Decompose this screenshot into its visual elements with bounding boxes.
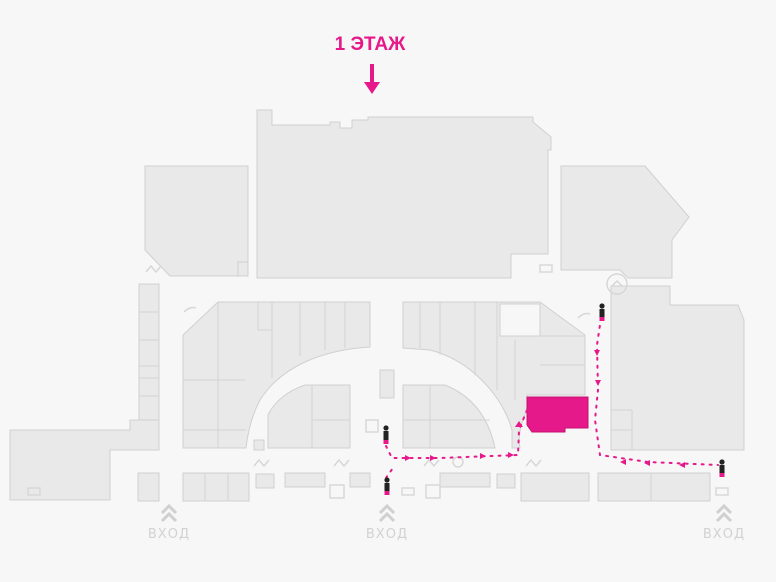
escalator-icon [333, 458, 350, 468]
highlighted-store[interactable] [526, 396, 589, 433]
floor-arrow-icon [364, 64, 380, 94]
person-icon [383, 425, 389, 444]
building-left-strip [138, 283, 160, 421]
person-icon [384, 477, 390, 495]
kiosk [253, 439, 265, 451]
restroom-icon [715, 487, 729, 496]
entrance-label: ВХОД [702, 527, 746, 542]
escalator-icon [525, 458, 542, 468]
entrance-left[interactable]: ВХОД [134, 503, 204, 542]
accessibility-icon [452, 456, 464, 468]
restroom-icon [539, 264, 553, 273]
elevator-icon [329, 484, 345, 499]
route-arrows [405, 350, 685, 468]
elevator-icon [606, 273, 628, 295]
floor-title: 1 ЭТАЖ [334, 34, 406, 55]
entrance-chevron-icon [160, 503, 178, 523]
building-right [610, 285, 745, 451]
entrance-right[interactable]: ВХОД [689, 503, 759, 542]
kiosk [379, 369, 395, 399]
person-icon [719, 459, 725, 477]
building-bottom-left [9, 419, 160, 502]
kiosk-icon [365, 419, 379, 433]
building-left-top [144, 165, 249, 277]
entrance-chevron-icon [715, 503, 733, 523]
building-inner-left [267, 384, 351, 449]
entrance-chevron-icon [378, 503, 396, 523]
restroom-icon [401, 487, 415, 496]
entrance-center[interactable]: ВХОД [352, 503, 422, 542]
service-icons [27, 264, 729, 499]
bottom-shops [182, 472, 711, 502]
escalator-icon [423, 458, 440, 468]
person-icon [599, 303, 605, 321]
entrance-label: ВХОД [147, 527, 191, 542]
escalator-icon [253, 458, 270, 468]
restroom-icon [27, 487, 41, 496]
building-right-top [560, 165, 690, 279]
building-top [256, 109, 552, 279]
building-inner-right [402, 384, 496, 449]
building-center-right [402, 301, 586, 449]
entrance-label: ВХОД [365, 527, 409, 542]
elevator-icon [425, 484, 441, 499]
building-center-left [182, 301, 371, 449]
escalator-icon [183, 306, 197, 313]
escalator-icon [145, 264, 162, 274]
elevator-icon [611, 280, 623, 287]
escalator-icon [577, 312, 591, 319]
